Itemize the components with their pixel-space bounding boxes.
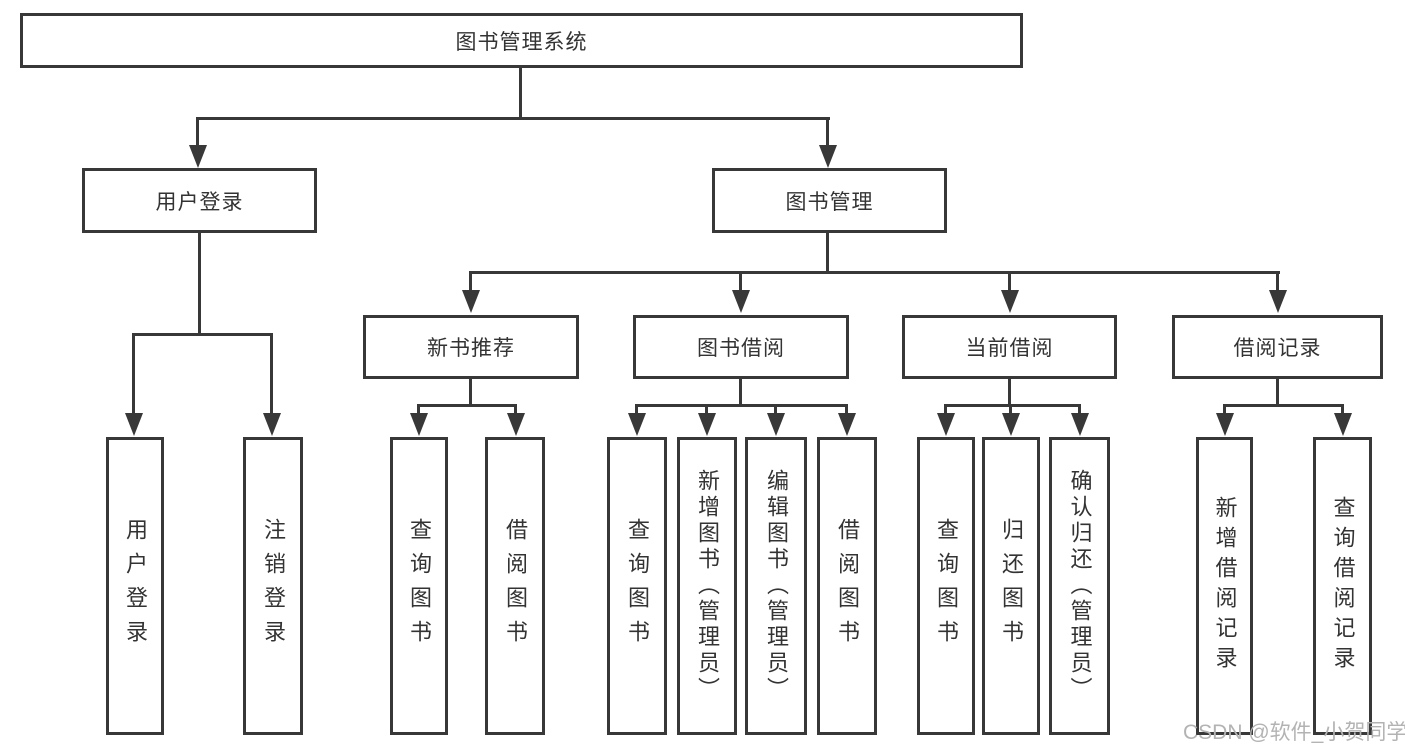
connector-line: [1276, 271, 1279, 293]
node-label: 新增借阅记录: [1212, 496, 1238, 676]
node-label: 图书管理系统: [455, 30, 588, 54]
arrowhead-icon: [628, 413, 646, 436]
node-label: 查询图书: [625, 518, 650, 654]
node-user-login: 用户登录: [82, 168, 317, 233]
connector-line: [1341, 404, 1344, 416]
node-new-book-recommend: 新书推荐: [363, 315, 579, 379]
connector-line: [944, 404, 1081, 407]
node-book-management: 图书管理: [712, 168, 947, 233]
connector-line: [1223, 404, 1343, 407]
arrowhead-icon: [937, 413, 955, 436]
node-label: 新书推荐: [427, 337, 515, 360]
node-label: 确认归还（管理员）: [1067, 469, 1093, 703]
arrowhead-icon: [1216, 413, 1234, 436]
node-label: 查询借阅记录: [1330, 496, 1356, 676]
node-leaf-edit-book-admin: 编辑图书（管理员）: [745, 437, 807, 735]
node-label: 编辑图书（管理员）: [764, 469, 789, 703]
node-label: 归还图书: [999, 518, 1024, 654]
node-label: 查询图书: [407, 518, 432, 654]
connector-line: [1008, 271, 1011, 293]
connector-line: [845, 404, 848, 416]
arrowhead-icon: [698, 413, 716, 436]
node-book-borrow: 图书借阅: [633, 315, 849, 379]
node-leaf-recommend-borrow-book: 借阅图书: [485, 437, 545, 735]
connector-line: [1276, 379, 1279, 407]
connector-line: [417, 404, 517, 407]
node-leaf-recommend-query-book: 查询图书: [390, 437, 448, 735]
node-leaf-add-borrow-record: 新增借阅记录: [1196, 437, 1253, 735]
arrowhead-icon: [1002, 413, 1020, 436]
arrowhead-icon: [507, 413, 525, 436]
node-leaf-return-book: 归还图书: [982, 437, 1040, 735]
connector-line: [944, 404, 947, 416]
csdn-watermark: CSDN @软件_小贺同学: [1183, 721, 1405, 744]
connector-line: [132, 333, 273, 336]
node-label: 借阅记录: [1233, 337, 1322, 360]
connector-line: [519, 68, 522, 118]
node-current-borrow: 当前借阅: [902, 315, 1117, 379]
connector-line: [826, 233, 829, 274]
connector-line: [739, 271, 742, 293]
node-leaf-borrow-borrow-book: 借阅图书: [817, 437, 877, 735]
arrowhead-icon: [462, 290, 480, 313]
arrowhead-icon: [1269, 290, 1287, 313]
node-leaf-add-book-admin: 新增图书（管理员）: [677, 437, 737, 735]
node-leaf-logout: 注销登录: [243, 437, 303, 735]
connector-line: [469, 271, 1280, 274]
node-label: 注销登录: [261, 518, 286, 654]
connector-line: [197, 117, 830, 120]
arrowhead-icon: [263, 413, 281, 436]
arrowhead-icon: [732, 290, 750, 313]
connector-line: [739, 379, 742, 407]
connector-line: [1008, 379, 1011, 407]
arrowhead-icon: [819, 145, 837, 168]
arrowhead-icon: [838, 413, 856, 436]
node-label: 新增图书（管理员）: [695, 469, 720, 703]
node-leaf-user-login: 用户登录: [106, 437, 164, 735]
connector-line: [826, 117, 829, 147]
arrowhead-icon: [767, 413, 785, 436]
node-leaf-confirm-return-admin: 确认归还（管理员）: [1049, 437, 1110, 735]
connector-line: [1223, 404, 1226, 416]
node-leaf-borrow-query-book: 查询图书: [607, 437, 667, 735]
connector-line: [270, 333, 273, 415]
connector-line: [469, 271, 472, 293]
node-label: 查询图书: [934, 518, 959, 654]
node-label: 图书管理: [785, 190, 874, 214]
connector-line: [417, 404, 420, 416]
connector-line: [514, 404, 517, 416]
connector-line: [1009, 404, 1012, 416]
arrowhead-icon: [1001, 290, 1019, 313]
node-label: 借阅图书: [503, 518, 528, 654]
arrowhead-icon: [410, 413, 428, 436]
arrowhead-icon: [1071, 413, 1089, 436]
node-label: 借阅图书: [835, 518, 860, 654]
connector-line: [635, 404, 638, 416]
arrowhead-icon: [125, 413, 143, 436]
connector-line: [705, 404, 708, 416]
connector-line: [635, 404, 847, 407]
connector-line: [132, 333, 135, 415]
connector-line: [469, 379, 472, 407]
node-leaf-query-borrow-record: 查询借阅记录: [1313, 437, 1372, 735]
arrowhead-icon: [1334, 413, 1352, 436]
connector-line: [774, 404, 777, 416]
connector-line: [196, 117, 199, 147]
node-label: 图书借阅: [697, 337, 785, 360]
node-leaf-current-query-book: 查询图书: [917, 437, 975, 735]
arrowhead-icon: [189, 145, 207, 168]
node-label: 当前借阅: [965, 337, 1054, 360]
node-label: 用户登录: [123, 518, 148, 654]
connector-line: [1078, 404, 1081, 416]
node-label: 用户登录: [155, 190, 244, 214]
connector-line: [198, 233, 201, 335]
node-library-management-system: 图书管理系统: [20, 13, 1023, 68]
node-borrow-record: 借阅记录: [1172, 315, 1383, 379]
